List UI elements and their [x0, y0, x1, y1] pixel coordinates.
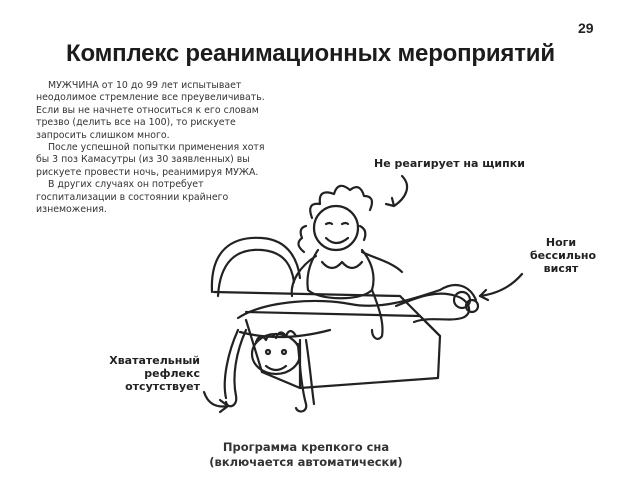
arrow-reflex [202, 390, 230, 408]
callout-reflex-line: рефлекс отсутствует [125, 367, 200, 393]
caption: Программа крепкого сна (включается автом… [176, 440, 436, 470]
intro-paragraph: После успешной попытки применения хотя б… [36, 142, 265, 178]
arrow-pinch [392, 174, 409, 208]
callout-reflex: Хватательный рефлекс отсутствует [70, 354, 200, 393]
callout-legs: Ноги бессильно висят [530, 236, 597, 275]
man-head [250, 332, 302, 376]
intro-paragraph: МУЖЧИНА от 10 до 99 лет испытывает неодо… [36, 80, 265, 141]
bed-headboard [210, 236, 302, 294]
intro-paragraph: В других случаях он потребует госпитализ… [36, 179, 229, 216]
intro-text: МУЖЧИНА от 10 до 99 лет испытывает неодо… [36, 80, 268, 216]
caption-line: Программа крепкого сна [222, 440, 390, 454]
page-title: Комплекс реанимационных мероприятий [66, 40, 555, 67]
bed-mattress [212, 290, 442, 390]
callout-reflex-line: Хватательный [109, 354, 200, 367]
woman-torso [306, 248, 375, 300]
callout-legs-line: висят [543, 262, 579, 275]
caption-line: (включается автоматически) [209, 455, 403, 469]
man-legs [394, 292, 471, 324]
callout-legs-line: Ноги [545, 236, 577, 249]
page-number: 29 [578, 20, 594, 36]
arrow-legs [478, 272, 524, 298]
man-left-arm [224, 328, 248, 408]
callout-legs-line: бессильно [530, 249, 597, 262]
man-right-arm [294, 342, 308, 413]
woman-head [312, 204, 360, 252]
callout-pinch: Не реагирует на щипки [374, 157, 525, 170]
